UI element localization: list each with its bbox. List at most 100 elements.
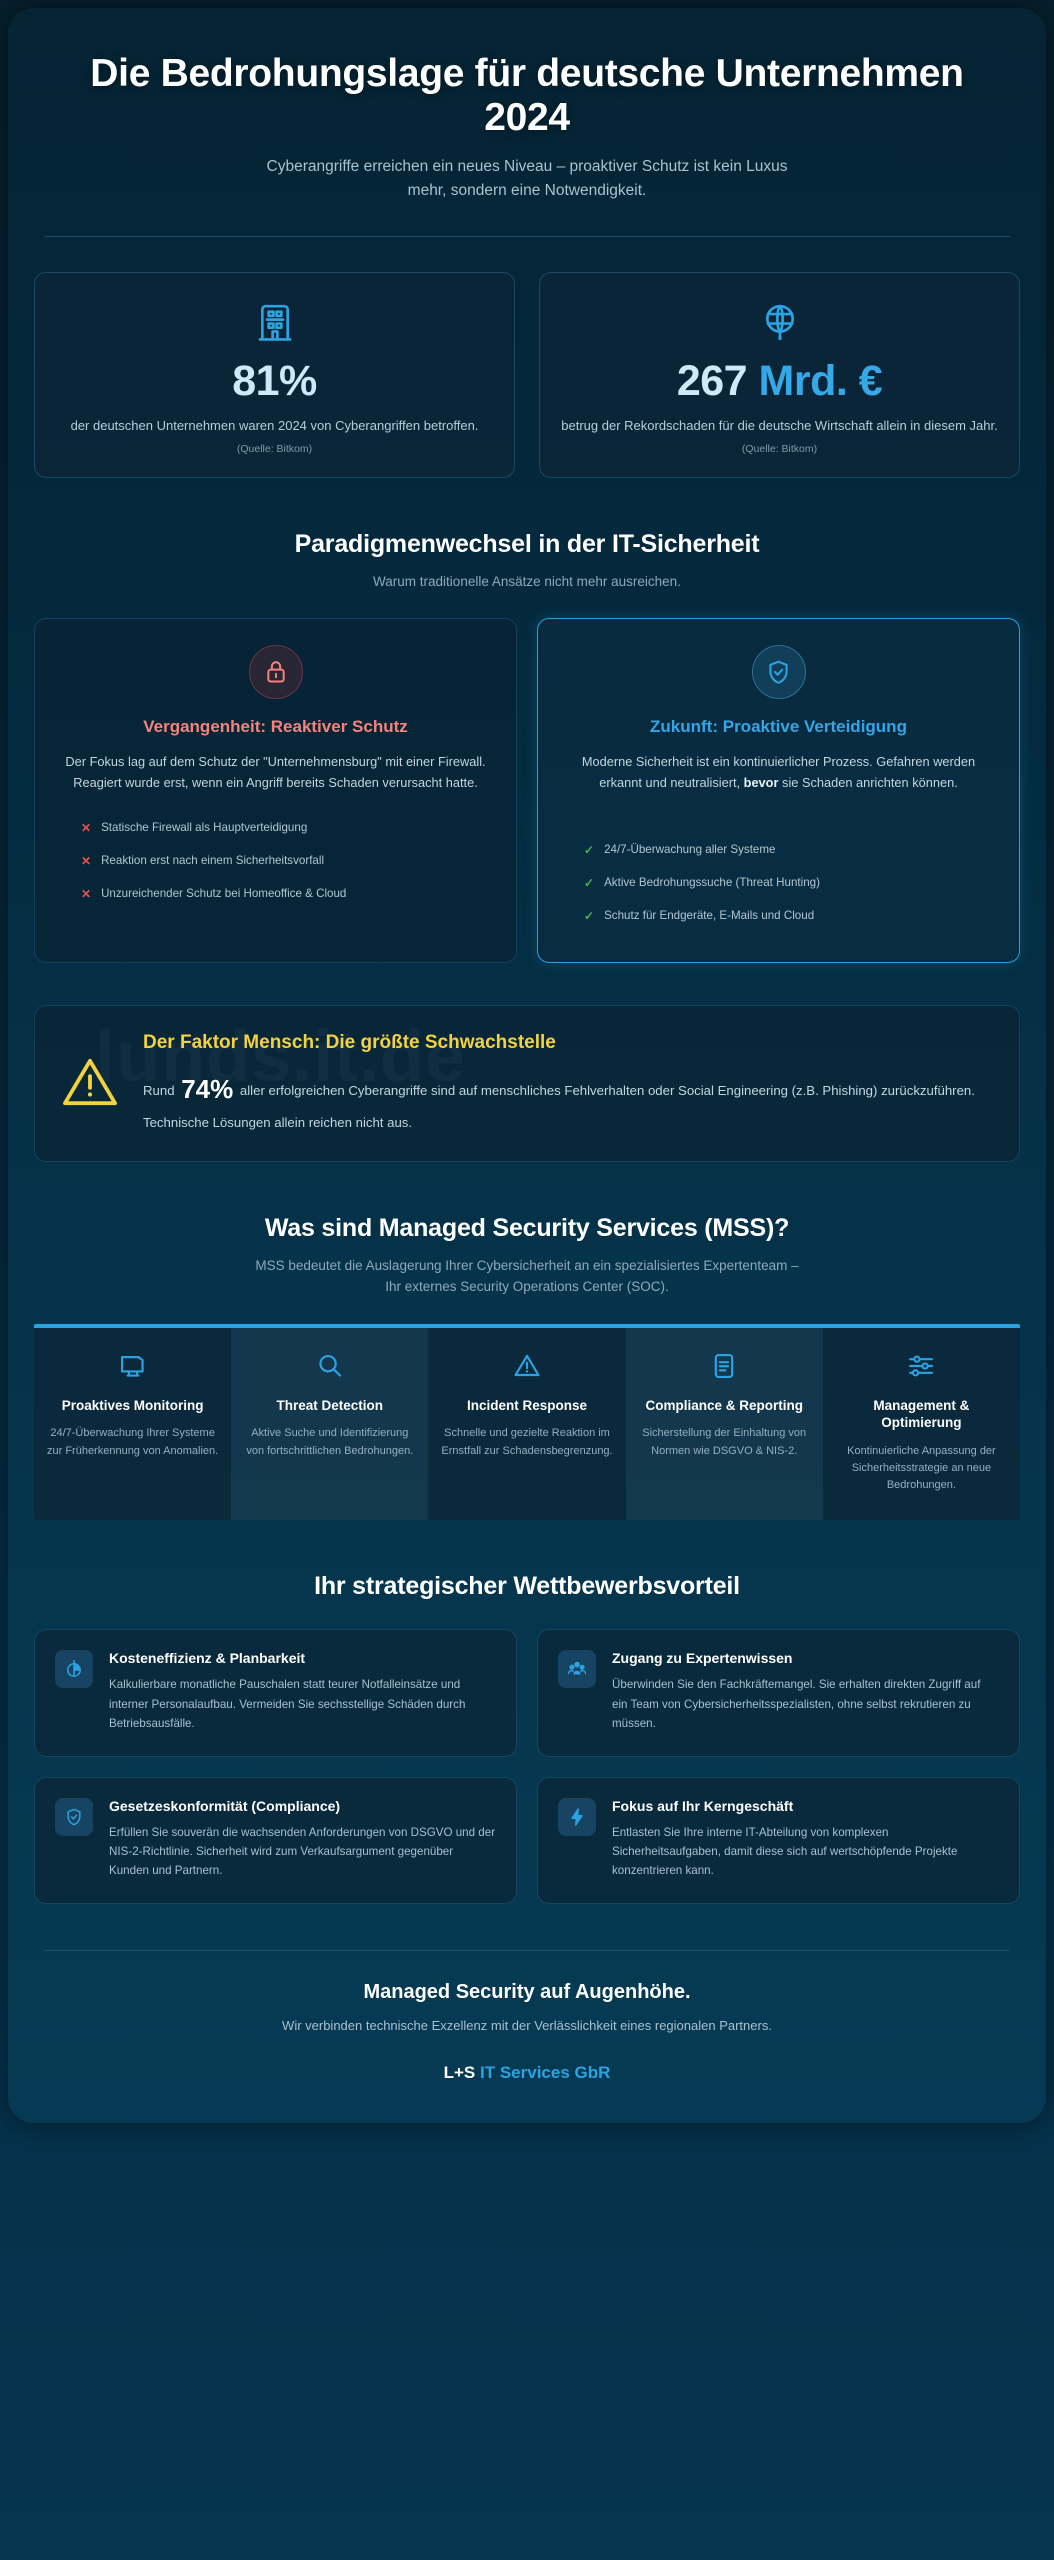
stat-source: (Quelle: Bitkom) xyxy=(236,442,313,455)
list-item: ✓ Aktive Bedrohungssuche (Threat Hunting… xyxy=(584,875,995,892)
card-body-bold: bevor xyxy=(743,775,779,791)
stat-source: (Quelle: Bitkom) xyxy=(741,442,818,455)
mss-column-title: Incident Response xyxy=(466,1397,588,1413)
comparison-cards: Vergangenheit: Reaktiver Schutz Der Foku… xyxy=(34,618,1020,964)
benefit-cards: Kosteneffizienz & Planbarkeit Kalkulierb… xyxy=(34,1629,1020,1904)
footer-subtitle: Wir verbinden technische Exzellenz mit d… xyxy=(282,2017,772,2033)
benefit-desc: Erfüllen Sie souverän die wachsenden Anf… xyxy=(109,1825,496,1878)
stat-value: 267 Mrd. € xyxy=(560,357,999,406)
shield-check-icon xyxy=(751,645,806,700)
mss-column-threat-detection: Threat Detection Aktive Suche und Identi… xyxy=(231,1327,429,1521)
benefit-text-block: Zugang zu Expertenwissen Überwinden Sie … xyxy=(612,1650,999,1733)
mss-column-desc: Aktive Suche und Identifizierung von for… xyxy=(246,1427,414,1457)
benefit-text-block: Kosteneffizienz & Planbarkeit Kalkulierb… xyxy=(109,1650,496,1733)
check-icon: ✓ xyxy=(584,842,595,857)
stat-text: der deutschen Unternehmen waren 2024 von… xyxy=(70,418,479,434)
benefit-desc: Überwinden Sie den Fachkräftemangel. Sie… xyxy=(612,1678,981,1731)
mss-column-desc: Sicherstellung der Einhaltung von Normen… xyxy=(642,1427,807,1457)
benefit-title: Kosteneffizienz & Planbarkeit xyxy=(109,1650,306,1667)
human-factor-box: lunds.it.de Der Faktor Mensch: Die größt… xyxy=(34,1005,1020,1162)
page-title: Die Bedrohungslage für deutsche Unterneh… xyxy=(90,52,964,139)
mss-column-title: Management & Optimierung xyxy=(873,1397,970,1431)
card-past-reactive: Vergangenheit: Reaktiver Schutz Der Foku… xyxy=(34,618,517,964)
monitor-icon xyxy=(46,1348,219,1384)
card-body: Der Fokus lag auf dem Schutz der "Untern… xyxy=(65,754,486,791)
check-icon: ✓ xyxy=(584,908,595,923)
mss-column-desc: Schnelle und gezielte Reaktion im Ernstf… xyxy=(441,1427,613,1457)
benefit-title: Fokus auf Ihr Kerngeschäft xyxy=(612,1797,794,1814)
benefit-card-expertise: Zugang zu Expertenwissen Überwinden Sie … xyxy=(537,1629,1020,1757)
cross-icon: ✕ xyxy=(81,853,92,868)
human-factor-text-pre: Rund xyxy=(143,1083,179,1099)
pie-chart-icon xyxy=(55,1650,93,1689)
stat-card-damage: 267 Mrd. € betrug der Rekordschaden für … xyxy=(539,272,1020,478)
shield-check-icon xyxy=(55,1797,93,1836)
infographic-sheet: Die Bedrohungslage für deutsche Unterneh… xyxy=(8,8,1046,2123)
mss-section-header: Was sind Managed Security Services (MSS)… xyxy=(34,1214,1020,1298)
magnifier-icon xyxy=(243,1348,416,1384)
page-subtitle: Cyberangriffe erreichen ein neues Niveau… xyxy=(266,158,788,200)
users-group-icon xyxy=(558,1650,596,1689)
stat-value-number: 267 xyxy=(676,357,748,406)
footer-title: Managed Security auf Augenhöhe. xyxy=(363,1980,691,2003)
benefit-text-block: Gesetzeskonformität (Compliance) Erfülle… xyxy=(109,1798,496,1881)
list-item: ✕ Statische Firewall als Hauptverteidigu… xyxy=(81,820,492,837)
human-factor-percent: 74% xyxy=(181,1074,234,1105)
mss-column-title: Proaktives Monitoring xyxy=(61,1397,204,1413)
benefit-title: Zugang zu Expertenwissen xyxy=(612,1650,793,1667)
cross-icon: ✕ xyxy=(81,886,92,901)
benefit-desc: Kalkulierbare monatliche Pauschalen stat… xyxy=(109,1678,466,1731)
mss-heading: Was sind Managed Security Services (MSS)… xyxy=(264,1213,790,1242)
list-item: ✓ Schutz für Endgeräte, E-Mails und Clou… xyxy=(584,908,995,925)
benefits-heading: Ihr strategischer Wettbewerbsvorteil xyxy=(314,1572,740,1601)
header-divider xyxy=(44,236,1010,238)
list-item-label: Unzureichender Schutz bei Homeoffice & C… xyxy=(101,886,347,900)
stat-value: 81% xyxy=(232,357,317,406)
card-body-post: sie Schaden anrichten können. xyxy=(778,775,958,791)
human-factor-text: Rund 74% aller erfolgreichen Cyberangrif… xyxy=(143,1067,993,1134)
mss-column-incident-response: Incident Response Schnelle und gezielte … xyxy=(428,1327,626,1521)
stat-text: betrug der Rekordschaden für die deutsch… xyxy=(561,418,998,434)
human-factor-content: Der Faktor Mensch: Die größte Schwachste… xyxy=(143,1030,993,1134)
human-factor-title: Der Faktor Mensch: Die größte Schwachste… xyxy=(143,1032,556,1054)
mss-column-title: Threat Detection xyxy=(276,1397,384,1413)
list-item: ✕ Unzureichender Schutz bei Homeoffice &… xyxy=(81,886,492,903)
card-body: Moderne Sicherheit ist ein kontinuierlic… xyxy=(562,752,995,793)
company-brand: L+S IT Services GbR xyxy=(34,2063,1020,2083)
benefit-text-block: Fokus auf Ihr Kerngeschäft Entlasten Sie… xyxy=(612,1798,999,1881)
lock-icon xyxy=(248,645,303,700)
mss-subheading: MSS bedeutet die Auslagerung Ihrer Cyber… xyxy=(255,1257,799,1295)
benefits-section-header: Ihr strategischer Wettbewerbsvorteil xyxy=(34,1572,1020,1601)
warning-triangle-icon xyxy=(61,1030,119,1113)
brand-name-primary: L+S xyxy=(443,2062,476,2082)
list-item: ✓ 24/7-Überwachung aller Systeme xyxy=(584,842,995,859)
stat-value-unit: Mrd. € xyxy=(758,357,883,406)
list-item: ✕ Reaktion erst nach einem Sicherheitsvo… xyxy=(81,853,492,870)
benefit-card-focus: Fokus auf Ihr Kerngeschäft Entlasten Sie… xyxy=(537,1776,1020,1904)
stat-card-attacks: 81% der deutschen Unternehmen waren 2024… xyxy=(34,272,515,478)
brand-name-secondary: IT Services GbR xyxy=(480,2062,611,2082)
list-item-label: 24/7-Überwachung aller Systeme xyxy=(604,842,776,856)
card-body-pre: Moderne Sicherheit ist ein kontinuierlic… xyxy=(581,754,976,791)
mss-column-monitoring: Proaktives Monitoring 24/7-Überwachung I… xyxy=(34,1327,232,1521)
human-factor-text-post: aller erfolgreichen Cyberangriffe sind a… xyxy=(143,1083,975,1131)
lightning-bolt-icon xyxy=(558,1797,596,1836)
mss-column-title: Compliance & Reporting xyxy=(645,1397,803,1413)
card-title: Zukunft: Proaktive Verteidigung xyxy=(650,717,907,737)
past-list: ✕ Statische Firewall als Hauptverteidigu… xyxy=(59,820,492,902)
paradigm-subheading: Warum traditionelle Ansätze nicht mehr a… xyxy=(373,573,681,589)
mss-column-management: Management & Optimierung Kontinuierliche… xyxy=(822,1327,1020,1521)
cross-icon: ✕ xyxy=(81,820,92,835)
alert-triangle-icon xyxy=(440,1348,613,1384)
list-item-label: Schutz für Endgeräte, E-Mails und Cloud xyxy=(604,908,815,922)
globe-euro-icon xyxy=(560,299,999,345)
paradigm-heading: Paradigmenwechsel in der IT-Sicherheit xyxy=(294,529,760,558)
mss-grid: Proaktives Monitoring 24/7-Überwachung I… xyxy=(34,1323,1020,1521)
footer: Managed Security auf Augenhöhe. Wir verb… xyxy=(34,1951,1020,2083)
benefit-card-compliance: Gesetzeskonformität (Compliance) Erfülle… xyxy=(34,1776,517,1904)
stat-cards: 81% der deutschen Unternehmen waren 2024… xyxy=(34,272,1020,478)
header: Die Bedrohungslage für deutsche Unterneh… xyxy=(34,42,1020,203)
mss-column-compliance: Compliance & Reporting Sicherstellung de… xyxy=(625,1327,823,1521)
list-item-label: Aktive Bedrohungssuche (Threat Hunting) xyxy=(604,875,820,889)
